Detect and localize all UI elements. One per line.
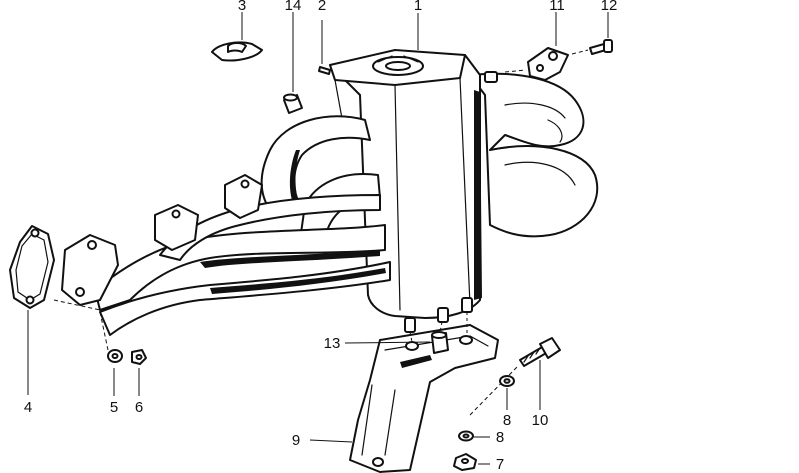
bracket	[504, 12, 569, 81]
washer-8-lower	[458, 430, 490, 442]
callout-4: 4	[24, 399, 32, 416]
bolt-large	[469, 337, 561, 416]
stud	[318, 20, 331, 75]
callout-1: 1	[414, 0, 422, 14]
callout-13: 13	[324, 335, 341, 352]
washer-8-upper	[499, 375, 515, 410]
gasket	[9, 225, 101, 395]
callout-11: 11	[549, 0, 565, 14]
callout-14: 14	[285, 0, 302, 14]
washer-and-nut	[99, 311, 147, 396]
callout-6: 6	[135, 399, 143, 416]
callout-5: 5	[110, 399, 118, 416]
callout-2: 2	[318, 0, 326, 14]
callout-7: 7	[496, 456, 504, 473]
callout-10: 10	[532, 412, 549, 429]
spacer-sleeve	[344, 312, 468, 354]
callout-12: 12	[601, 0, 618, 14]
heat-shield-clip	[211, 12, 263, 62]
callout-8-upper: 8	[503, 412, 511, 429]
exhaust-manifold	[61, 49, 599, 336]
sleeve	[283, 12, 303, 114]
callout-3: 3	[238, 0, 246, 14]
nut-7	[453, 453, 490, 471]
bolt-small	[571, 12, 613, 55]
callout-9: 9	[292, 432, 300, 449]
callout-8-lower: 8	[496, 429, 504, 446]
